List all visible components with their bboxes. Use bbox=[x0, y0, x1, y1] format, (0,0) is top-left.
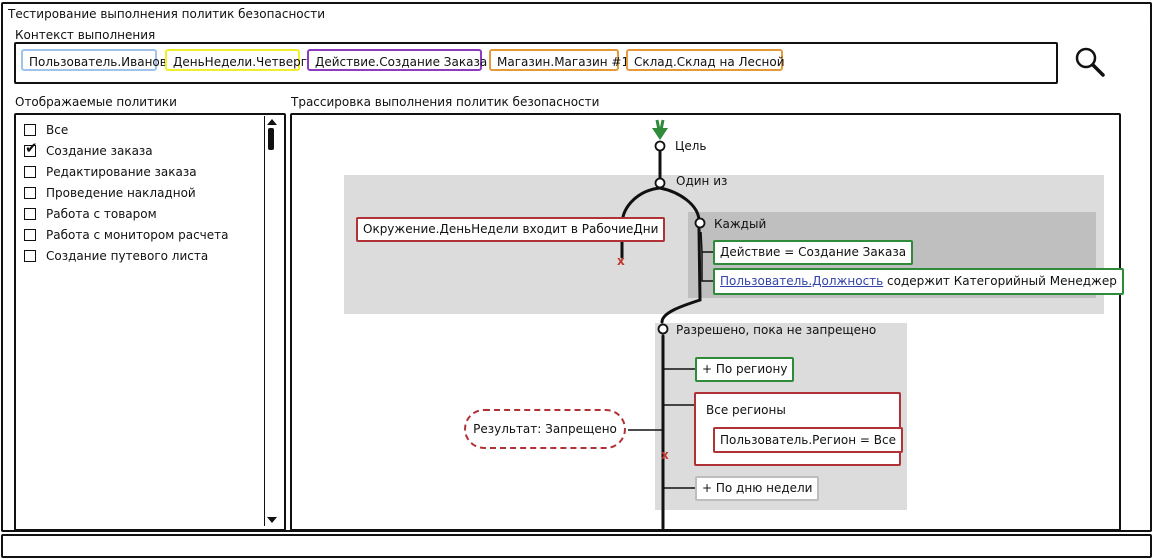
node-each: Каждый bbox=[714, 217, 767, 231]
result-badge: Результат: Запрещено bbox=[464, 409, 626, 449]
deny-x-mark-2: x bbox=[661, 448, 669, 462]
node-one-of: Один из bbox=[676, 174, 728, 188]
policy-item-edit-order[interactable]: Редактирование заказа bbox=[24, 164, 197, 180]
status-bar bbox=[1, 534, 1152, 558]
scrollbar[interactable] bbox=[264, 116, 279, 526]
checkbox[interactable] bbox=[24, 187, 36, 199]
context-label: Контекст выполнения bbox=[15, 28, 156, 42]
context-chip-action[interactable]: Действие.Создание Заказа bbox=[307, 49, 487, 71]
checkbox-checked[interactable] bbox=[24, 140, 38, 157]
scroll-thumb[interactable] bbox=[268, 128, 274, 150]
checkbox[interactable] bbox=[24, 250, 36, 262]
node-permit-until-deny: Разрешено, пока не запрещено bbox=[676, 323, 877, 337]
by-weekday-rule[interactable]: + По дню недели bbox=[695, 476, 820, 501]
context-chip-warehouse[interactable]: Склад.Склад на Лесной bbox=[626, 49, 785, 71]
scroll-up-arrow[interactable] bbox=[267, 119, 277, 125]
context-chip-shop[interactable]: Магазин.Магазин #1 bbox=[489, 49, 629, 71]
checkbox[interactable] bbox=[24, 124, 36, 136]
all-regions-label: Все регионы bbox=[706, 403, 786, 417]
scroll-down-arrow[interactable] bbox=[267, 517, 277, 523]
by-region-rule[interactable]: + По региону bbox=[695, 357, 795, 382]
policy-item-goods[interactable]: Работа с товаром bbox=[24, 206, 157, 222]
context-chip-weekday[interactable]: ДеньНедели.Четверг bbox=[165, 49, 307, 71]
position-rule-middle: содержит bbox=[883, 274, 954, 288]
deny-x-mark-1: x bbox=[617, 254, 625, 268]
position-rule-link[interactable]: Пользователь.Должность bbox=[720, 274, 884, 288]
position-rule-value: Категорийный Менеджер bbox=[953, 274, 1117, 288]
policy-item-invoice[interactable]: Проведение накладной bbox=[24, 185, 196, 201]
checkbox[interactable] bbox=[24, 208, 36, 220]
env-weekday-rule[interactable]: Окружение.ДеньНедели входит в РабочиеДни bbox=[356, 217, 666, 242]
search-icon[interactable] bbox=[1073, 45, 1107, 79]
policy-item-all[interactable]: Все bbox=[24, 122, 68, 138]
policy-item-waybill[interactable]: Создание путевого листа bbox=[24, 248, 208, 264]
policies-list bbox=[14, 113, 286, 531]
node-goal: Цель bbox=[675, 139, 707, 153]
trace-label: Трассировка выполнения политик безопасно… bbox=[291, 95, 600, 109]
region-rule[interactable]: Пользователь.Регион = Все bbox=[713, 427, 903, 453]
window-title: Тестирование выполнения политик безопасн… bbox=[8, 7, 326, 21]
policy-item-monitor[interactable]: Работа с монитором расчета bbox=[24, 227, 228, 243]
result-text: Результат: Запрещено bbox=[473, 422, 617, 436]
policy-item-create-order[interactable]: Создание заказа bbox=[24, 140, 153, 159]
checkbox[interactable] bbox=[24, 166, 36, 178]
policies-label: Отображаемые политики bbox=[15, 95, 177, 109]
context-chip-user[interactable]: Пользователь.Иванов bbox=[21, 49, 167, 71]
action-rule[interactable]: Действие = Создание Заказа bbox=[713, 240, 914, 265]
checkbox[interactable] bbox=[24, 229, 36, 241]
position-rule[interactable]: Пользователь.Должность содержит Категори… bbox=[713, 268, 1124, 295]
